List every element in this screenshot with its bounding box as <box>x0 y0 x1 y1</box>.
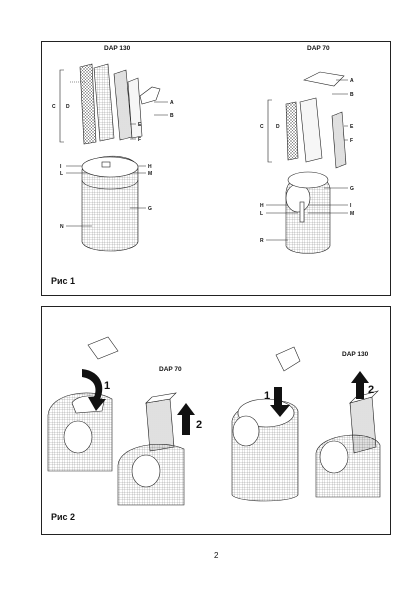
dap70-exploded-filters <box>267 71 347 169</box>
dap70-step1-number: 1 <box>104 380 110 392</box>
dap130-step1-number: 1 <box>264 390 270 402</box>
svg-text:G: G <box>148 206 152 212</box>
figure-1-frame: DAP 130 DAP 70 C D A <box>41 41 391 296</box>
dap70-lift-illustration <box>117 392 185 506</box>
svg-text:B: B <box>170 113 174 119</box>
svg-text:M: M <box>148 171 152 177</box>
svg-text:I: I <box>350 203 352 209</box>
dap130-step2-arrow: 2 <box>351 371 374 399</box>
dap130-step1-arrow: 1 <box>264 387 290 417</box>
svg-text:A: A <box>170 100 174 106</box>
fig1-model-title-dap70: DAP 70 <box>307 45 330 52</box>
svg-text:H: H <box>260 203 264 209</box>
svg-text:C: C <box>52 104 56 110</box>
svg-text:L: L <box>60 171 63 177</box>
svg-text:E: E <box>350 124 354 130</box>
dap130-step2-number: 2 <box>368 384 374 396</box>
svg-text:M: M <box>350 211 354 217</box>
dap70-step2-arrow: 2 <box>177 403 202 435</box>
svg-text:D: D <box>276 124 280 130</box>
dap130-lift-illustration <box>315 390 381 498</box>
dap130-component-labels: C D A B E F I L H M G N <box>52 100 174 230</box>
dap70-step2-number: 2 <box>196 419 202 431</box>
figure-2-drawing: 1 2 1 <box>47 336 381 506</box>
fig2-model-title-dap130: DAP 130 <box>342 351 369 358</box>
svg-text:N: N <box>60 224 64 230</box>
dap70-insert-illustration <box>47 336 119 472</box>
dap130-exploded-filters <box>59 63 161 145</box>
figure-1-drawing: C D A B E F I L H M G N <box>52 63 354 254</box>
svg-text:F: F <box>350 138 353 144</box>
svg-text:I: I <box>60 164 62 170</box>
svg-text:C: C <box>260 124 264 130</box>
svg-text:G: G <box>350 186 354 192</box>
dap70-step1-arrow: 1 <box>82 369 110 411</box>
fig1-model-title-dap130: DAP 130 <box>104 45 131 52</box>
svg-text:L: L <box>260 211 263 217</box>
page-number: 2 <box>214 551 219 560</box>
svg-text:B: B <box>350 92 354 98</box>
svg-text:D: D <box>66 104 70 110</box>
fig2-model-title-dap70: DAP 70 <box>159 366 182 373</box>
dap70-component-labels: A B C D E F G H L I M R <box>260 78 354 244</box>
dap70-unit-body <box>285 171 331 254</box>
svg-text:A: A <box>350 78 354 84</box>
figure-1-caption: Рис 1 <box>51 276 76 286</box>
svg-text:R: R <box>260 238 264 244</box>
figure-2-frame: DAP 70 DAP 130 1 2 <box>41 306 391 535</box>
figure-2-caption: Рис 2 <box>51 512 76 522</box>
dap130-unit-body <box>81 155 139 252</box>
svg-text:F: F <box>138 137 141 143</box>
svg-text:E: E <box>138 122 142 128</box>
dap130-insert-illustration <box>231 346 301 502</box>
svg-text:H: H <box>148 164 152 170</box>
